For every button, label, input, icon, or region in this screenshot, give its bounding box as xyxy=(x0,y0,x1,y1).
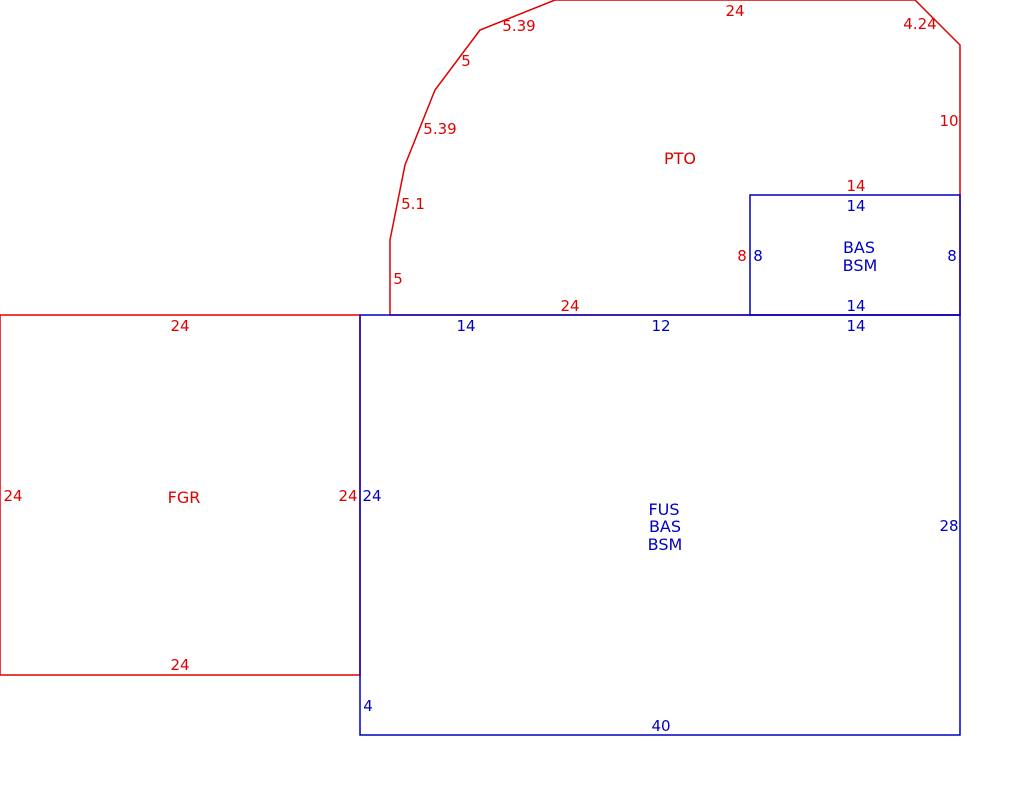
dim-pto-over-bas-top: 14 xyxy=(846,177,865,195)
dim-pto-left-of-bas: 8 xyxy=(737,247,747,265)
dim-fus-left-upper: 24 xyxy=(362,487,381,505)
dim-pto-left-upper-5: 5 xyxy=(461,52,471,70)
area-label-fus-line1: FUS xyxy=(648,500,679,519)
dim-fus-bottom: 40 xyxy=(651,717,670,735)
dim-fus-top-14-right: 14 xyxy=(846,317,865,335)
dim-fus-top-14-left: 14 xyxy=(456,317,475,335)
area-label-bas-line2: BSM xyxy=(843,256,878,275)
dim-fgr-bottom: 24 xyxy=(170,656,189,674)
dim-fus-left-lower: 4 xyxy=(363,697,373,715)
dim-bas-top: 14 xyxy=(846,197,865,215)
dim-fus-right: 28 xyxy=(939,517,958,535)
pto-outline xyxy=(389,0,961,316)
dim-fus-top-12: 12 xyxy=(651,317,670,335)
dim-pto-top-left-diagonal: 5.39 xyxy=(502,17,535,35)
dim-bas-bottom: 14 xyxy=(846,297,865,315)
dim-pto-right: 10 xyxy=(939,112,958,130)
dim-fgr-left: 24 xyxy=(3,487,22,505)
dim-pto-top-right-diagonal: 4.24 xyxy=(903,15,936,33)
dim-bas-right: 8 xyxy=(947,247,957,265)
dim-pto-top: 24 xyxy=(725,2,744,20)
area-label-fus-line2: BAS xyxy=(649,517,681,536)
area-label-bas-line1: BAS xyxy=(843,238,875,257)
dim-fgr-top: 24 xyxy=(170,317,189,335)
fus-outline xyxy=(359,314,961,736)
dim-pto-left-51: 5.1 xyxy=(401,195,425,213)
dim-pto-left-lower-5: 5 xyxy=(393,270,403,288)
dim-pto-left-539: 5.39 xyxy=(423,120,456,138)
dim-fgr-right: 24 xyxy=(338,487,357,505)
dim-bas-left: 8 xyxy=(753,247,763,265)
area-label-fus-line3: BSM xyxy=(648,535,683,554)
area-label-pto: PTO xyxy=(664,149,696,168)
dim-pto-bottom: 24 xyxy=(560,297,579,315)
area-label-fgr: FGR xyxy=(168,488,201,507)
